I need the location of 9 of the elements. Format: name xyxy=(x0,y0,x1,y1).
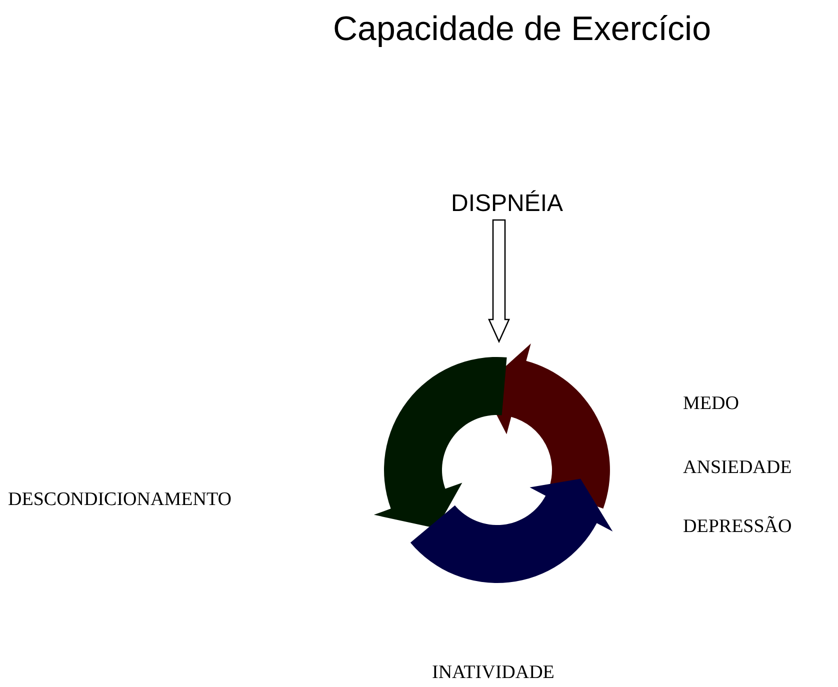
label: INATIVIDADE xyxy=(432,662,554,684)
title: Capacidade de Exercício xyxy=(332,10,712,49)
node-label: DISPNÉIA xyxy=(447,190,567,218)
label: DESCONDICIONAMENTO xyxy=(8,489,232,511)
label: MEDO xyxy=(683,393,739,415)
cycle-arrows-drawing xyxy=(374,344,613,584)
hollow-arrow xyxy=(488,219,510,344)
label: DEPRESSÃO xyxy=(683,516,792,538)
label: ANSIEDADE xyxy=(683,457,792,479)
